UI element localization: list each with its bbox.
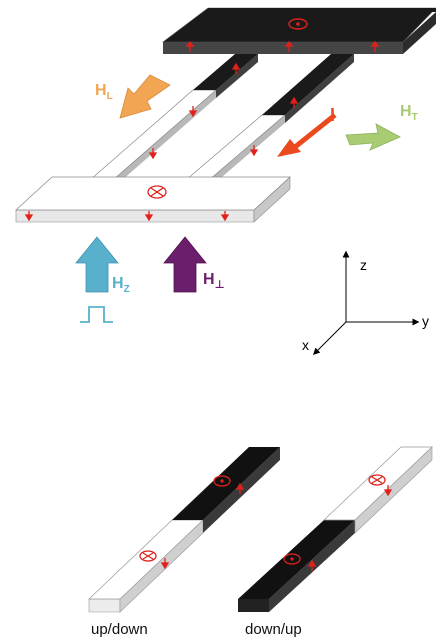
left-wire [89, 54, 258, 188]
square-pulse-icon [80, 306, 113, 323]
caption-down-up: down/up [245, 621, 302, 638]
circle-dot-icon [288, 18, 308, 30]
h-z-arrow: HZ [75, 236, 130, 323]
h-perp-label: H⊥ [203, 271, 225, 291]
h-l-arrow: HL [95, 74, 171, 119]
h-z-label: HZ [112, 275, 130, 295]
up-arrow-mark [185, 40, 380, 52]
circle-cross-icon [368, 474, 386, 486]
current-arrow: I [277, 105, 337, 157]
caption-up-down: up/down [91, 621, 148, 638]
x-axis-label: x [302, 337, 309, 353]
right-wire [185, 54, 354, 188]
front-pad [15, 176, 291, 223]
axes: z y x [302, 250, 429, 355]
y-axis-label: y [422, 313, 429, 329]
h-perp-arrow: H⊥ [163, 236, 225, 293]
back-pad [162, 7, 436, 54]
current-label: I [330, 105, 335, 125]
bar-up-down [88, 447, 280, 613]
h-l-label: HL [95, 82, 113, 102]
z-axis-label: z [360, 257, 367, 273]
h-t-arrow: HT [345, 103, 418, 151]
bar-down-up [238, 446, 433, 612]
circle-dot-icon [283, 553, 301, 565]
h-t-label: HT [400, 103, 418, 123]
circle-dot-icon [213, 475, 231, 487]
top-device: HL I HT HZ H⊥ [15, 7, 436, 355]
circle-cross-icon [139, 550, 157, 562]
circle-cross-icon [147, 185, 167, 199]
